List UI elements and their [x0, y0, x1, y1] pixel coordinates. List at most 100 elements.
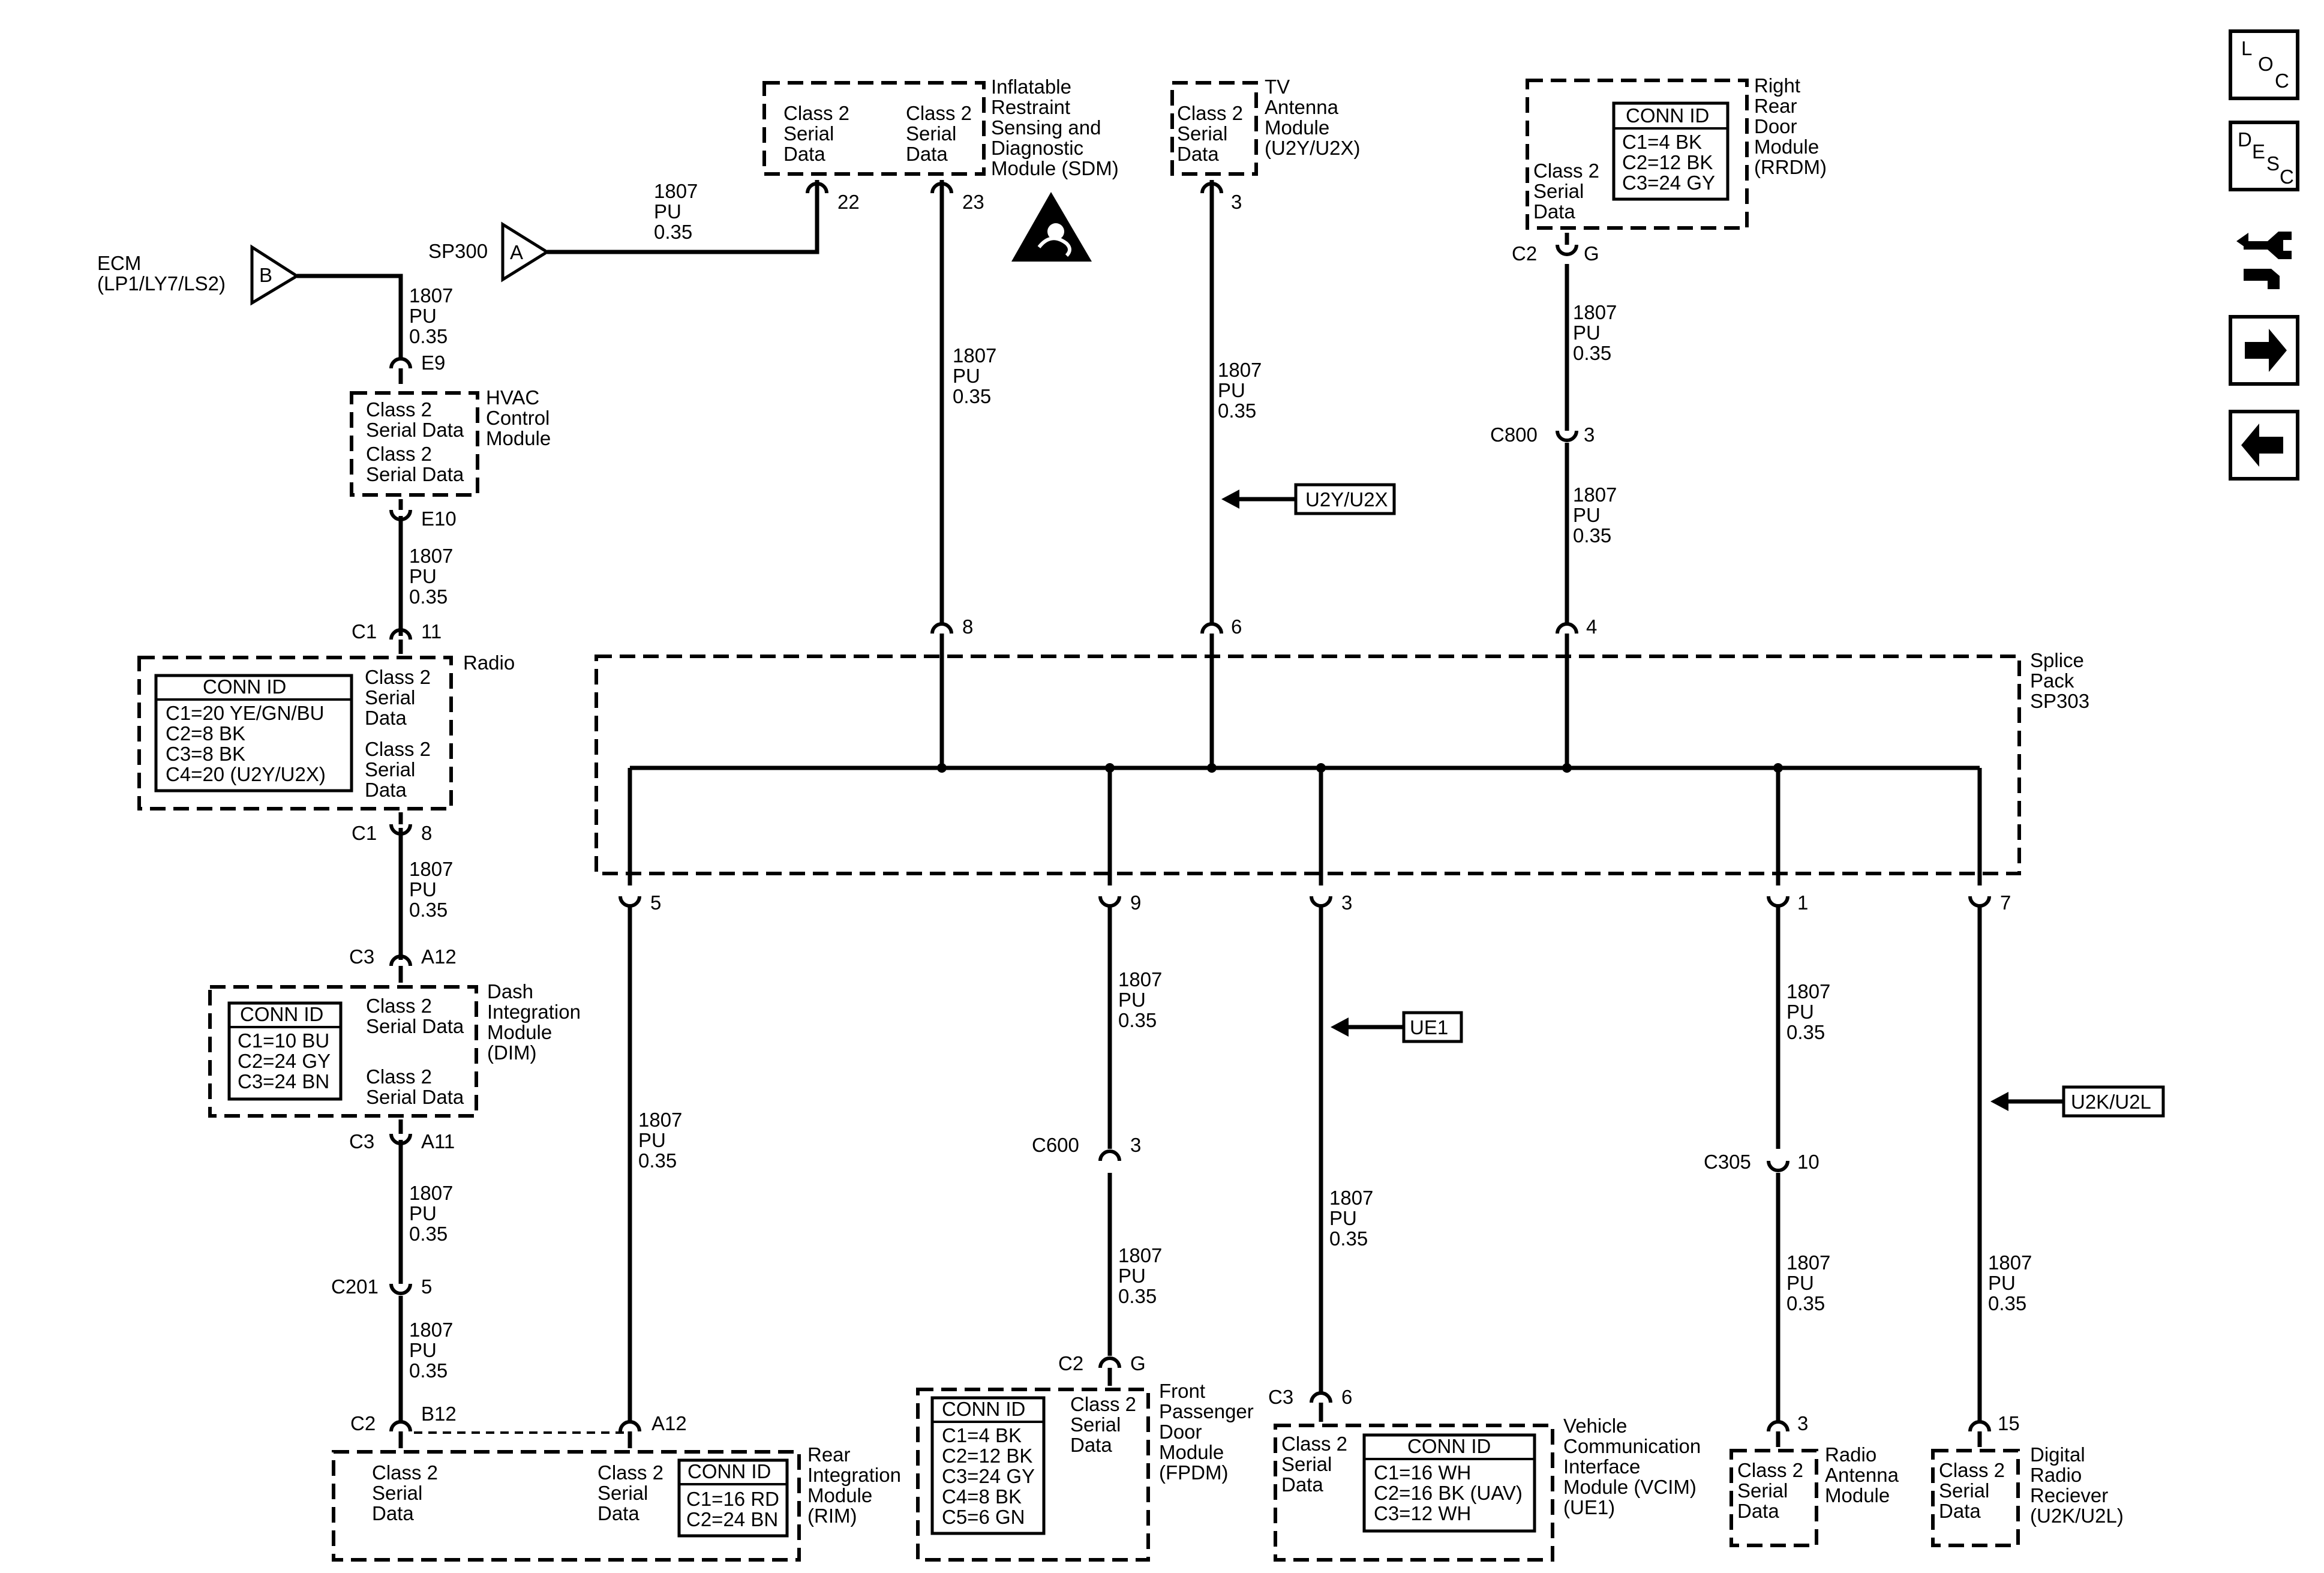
connector-icon[interactable]: [2236, 232, 2292, 289]
pin-label: 1: [1797, 891, 1808, 914]
svg-text:1807: 1807: [409, 284, 453, 307]
svg-text:Antenna: Antenna: [1265, 96, 1339, 118]
svg-text:Door: Door: [1754, 115, 1797, 137]
connector-splice-6: [1200, 622, 1223, 654]
svg-text:Class 2: Class 2: [365, 738, 431, 760]
previous-arrow-icon[interactable]: [2229, 410, 2299, 481]
svg-text:Data: Data: [365, 779, 407, 801]
svg-text:C1=10 BU: C1=10 BU: [238, 1029, 329, 1052]
pin-label: 9: [1130, 891, 1141, 914]
svg-text:(FPDM): (FPDM): [1159, 1461, 1228, 1484]
svg-text:0.35: 0.35: [1988, 1292, 2026, 1314]
svg-text:Serial: Serial: [783, 122, 834, 145]
svg-text:Module (SDM): Module (SDM): [991, 157, 1119, 179]
connector-tv-3: [1200, 180, 1223, 194]
svg-text:Class 2: Class 2: [366, 1065, 432, 1088]
svg-text:Data: Data: [1070, 1434, 1112, 1456]
connector-splice-9: [1098, 896, 1121, 908]
svg-text:0.35: 0.35: [1786, 1021, 1825, 1043]
svg-text:Serial: Serial: [365, 758, 415, 781]
connector-splice-5: [618, 896, 641, 908]
svg-text:C5=6 GN: C5=6 GN: [942, 1506, 1025, 1528]
pin-label: E10: [421, 508, 457, 530]
wire-sp300-sdm: [547, 193, 819, 254]
pin-label: C2: [1512, 242, 1537, 265]
svg-text:C3=24 GY: C3=24 GY: [942, 1465, 1035, 1487]
svg-text:PU: PU: [409, 565, 437, 587]
option-label: U2Y/U2X: [1305, 488, 1388, 511]
svg-text:1807: 1807: [1786, 1251, 1830, 1274]
svg-text:Module: Module: [807, 1484, 872, 1506]
splice-node: [1105, 763, 1115, 773]
svg-text:D: D: [2238, 128, 2252, 151]
svg-text:Data: Data: [906, 143, 948, 165]
svg-text:Vehicle: Vehicle: [1563, 1415, 1627, 1437]
connector-dim-a12: [389, 954, 412, 983]
svg-text:1807: 1807: [1118, 968, 1162, 990]
svg-text:Module: Module: [1265, 116, 1329, 139]
svg-text:C3=8 BK: C3=8 BK: [166, 743, 245, 765]
svg-text:C2=16 BK (UAV): C2=16 BK (UAV): [1374, 1482, 1523, 1504]
svg-text:Class 2: Class 2: [906, 102, 972, 124]
svg-text:Radio: Radio: [1825, 1443, 1876, 1466]
svg-text:Module: Module: [1825, 1484, 1890, 1506]
svg-text:1807: 1807: [1988, 1251, 2032, 1274]
svg-text:Serial: Serial: [1737, 1479, 1788, 1502]
svg-text:0.35: 0.35: [409, 1223, 448, 1245]
pin-label: 4: [1586, 616, 1597, 638]
svg-text:1807: 1807: [1573, 301, 1617, 323]
svg-text:PU: PU: [638, 1129, 666, 1151]
svg-text:PU: PU: [1118, 989, 1146, 1011]
svg-text:PU: PU: [1573, 322, 1601, 344]
svg-text:Passenger: Passenger: [1159, 1400, 1254, 1422]
option-ue1-arrow: UE1: [1331, 1011, 1463, 1043]
option-label: UE1: [1410, 1016, 1448, 1038]
svg-text:Class 2: Class 2: [597, 1461, 663, 1484]
svg-text:Reciever: Reciever: [2030, 1484, 2108, 1506]
wire-ecm-hvac: [297, 274, 403, 359]
svg-text:Module: Module: [1754, 136, 1819, 158]
svg-text:C1=4 BK: C1=4 BK: [942, 1424, 1022, 1446]
svg-text:S: S: [2266, 152, 2280, 175]
desc-button[interactable]: D E S C: [2229, 121, 2299, 191]
loc-button[interactable]: L O C: [2229, 29, 2299, 100]
svg-text:Serial Data: Serial Data: [366, 419, 464, 441]
next-arrow-icon[interactable]: [2229, 315, 2299, 386]
svg-text:CONN ID: CONN ID: [942, 1398, 1025, 1420]
svg-text:1807: 1807: [1573, 484, 1617, 506]
svg-text:0.35: 0.35: [409, 586, 448, 608]
offpage-letter: B: [259, 264, 272, 286]
connector-radio-c1-8: [389, 812, 412, 836]
svg-text:Serial: Serial: [1939, 1479, 1989, 1502]
svg-text:Radio: Radio: [2030, 1464, 2082, 1486]
connector-rrdm-g: [1556, 233, 1578, 256]
svg-text:0.35: 0.35: [409, 899, 448, 921]
svg-text:C1=4 BK: C1=4 BK: [1622, 131, 1702, 153]
svg-text:Right: Right: [1754, 74, 1800, 97]
svg-text:0.35: 0.35: [409, 1359, 448, 1382]
radio-box: [137, 656, 453, 810]
radio-antenna-box: [1730, 1449, 1818, 1547]
svg-text:Communication: Communication: [1563, 1435, 1701, 1457]
offpage-ecm-b: B: [250, 244, 300, 306]
svg-text:C2=12 BK: C2=12 BK: [1622, 151, 1713, 173]
svg-text:Serial: Serial: [1281, 1453, 1332, 1475]
splice-node: [1773, 763, 1783, 773]
option-u2k-arrow: U2K/U2L: [1990, 1085, 2165, 1118]
